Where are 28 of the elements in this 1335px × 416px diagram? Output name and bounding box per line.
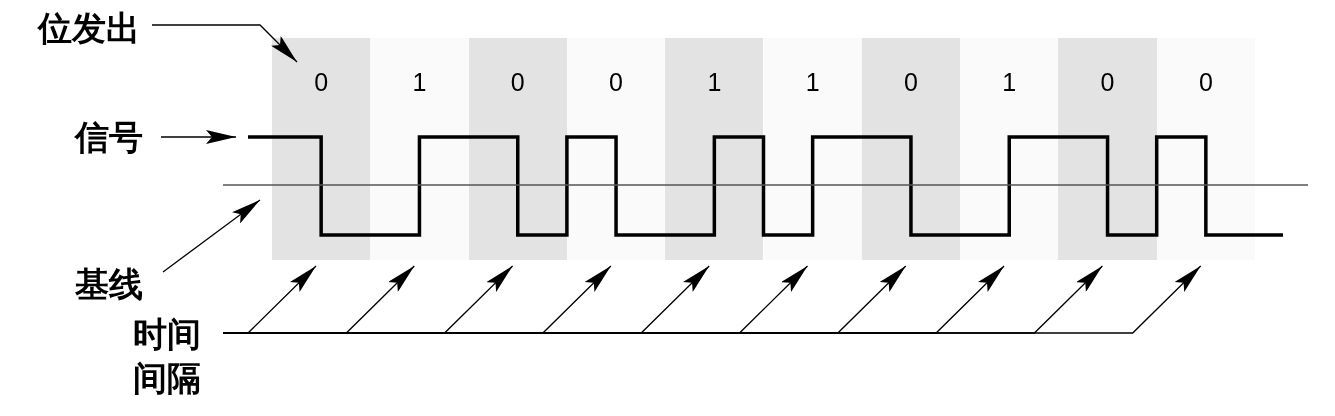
bit-interval [370,38,469,260]
bit-value: 0 [1100,68,1115,96]
signal-waveform [248,135,1283,237]
bit-band [1058,38,1157,260]
bit-value: 0 [1198,68,1213,96]
bit-value: 1 [707,68,722,96]
callout-label: 信号 [75,115,143,159]
leader-arrow [151,24,298,63]
bit-value: 0 [510,68,525,96]
bit-interval [566,38,666,260]
bit-value: 1 [805,68,820,96]
bit-value: 0 [904,68,918,96]
bit-value: 1 [1002,68,1017,96]
bit-interval [1156,38,1255,260]
bit-value: 0 [314,68,329,96]
bit-value: 0 [609,68,623,96]
bit-interval [960,38,1059,260]
callout-label: 时间间隔 [133,312,215,400]
bit-value: 1 [412,68,427,96]
bit-interval [763,38,862,260]
leader-arrow [162,199,261,273]
bit-band [665,38,764,260]
bit-band [272,38,371,260]
callout-label: 基线 [75,262,143,306]
callout-label: 位发出 [38,6,140,50]
bit-band [468,38,567,260]
bit-band [861,38,961,260]
leader-arrow [160,130,237,144]
